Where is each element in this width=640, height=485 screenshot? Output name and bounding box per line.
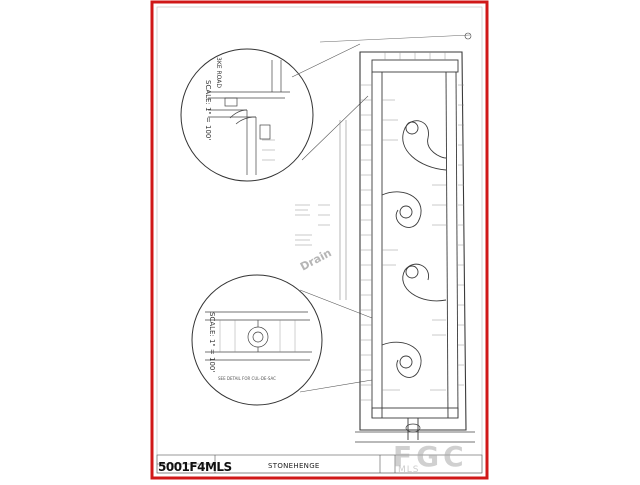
bottom-detail-scale-label: SCALE: 1" = 100' [208,312,216,373]
watermark-logo-subtext: MLS [398,465,420,475]
top-detail-road-label: 3KE ROAD [215,57,222,88]
east-road [445,71,449,419]
top-detail-scale-label: SCALE: 1" = 100' [204,80,212,141]
watermark-left: 5001F4MLS [158,460,232,474]
plan-notes [295,204,330,246]
bottom-detail-note-label: SEE DETAIL FOR CUL-DE-SAC [218,376,276,381]
main-subdivision-plan [319,32,475,443]
title-block [156,454,483,474]
detail-circle-bottom [191,274,323,406]
entrance-drive [407,418,419,440]
south-road [371,407,459,419]
detail-circle-top [180,48,314,182]
title-block-project-name: STONEHENGE [268,462,320,470]
leader-line-top [291,43,361,78]
cul-de-sac-roads [381,120,447,378]
property-boundary [359,51,467,431]
lot-lines [360,52,464,401]
watermark-logo: FGC [393,440,468,473]
leader-line-top-2 [301,95,369,161]
